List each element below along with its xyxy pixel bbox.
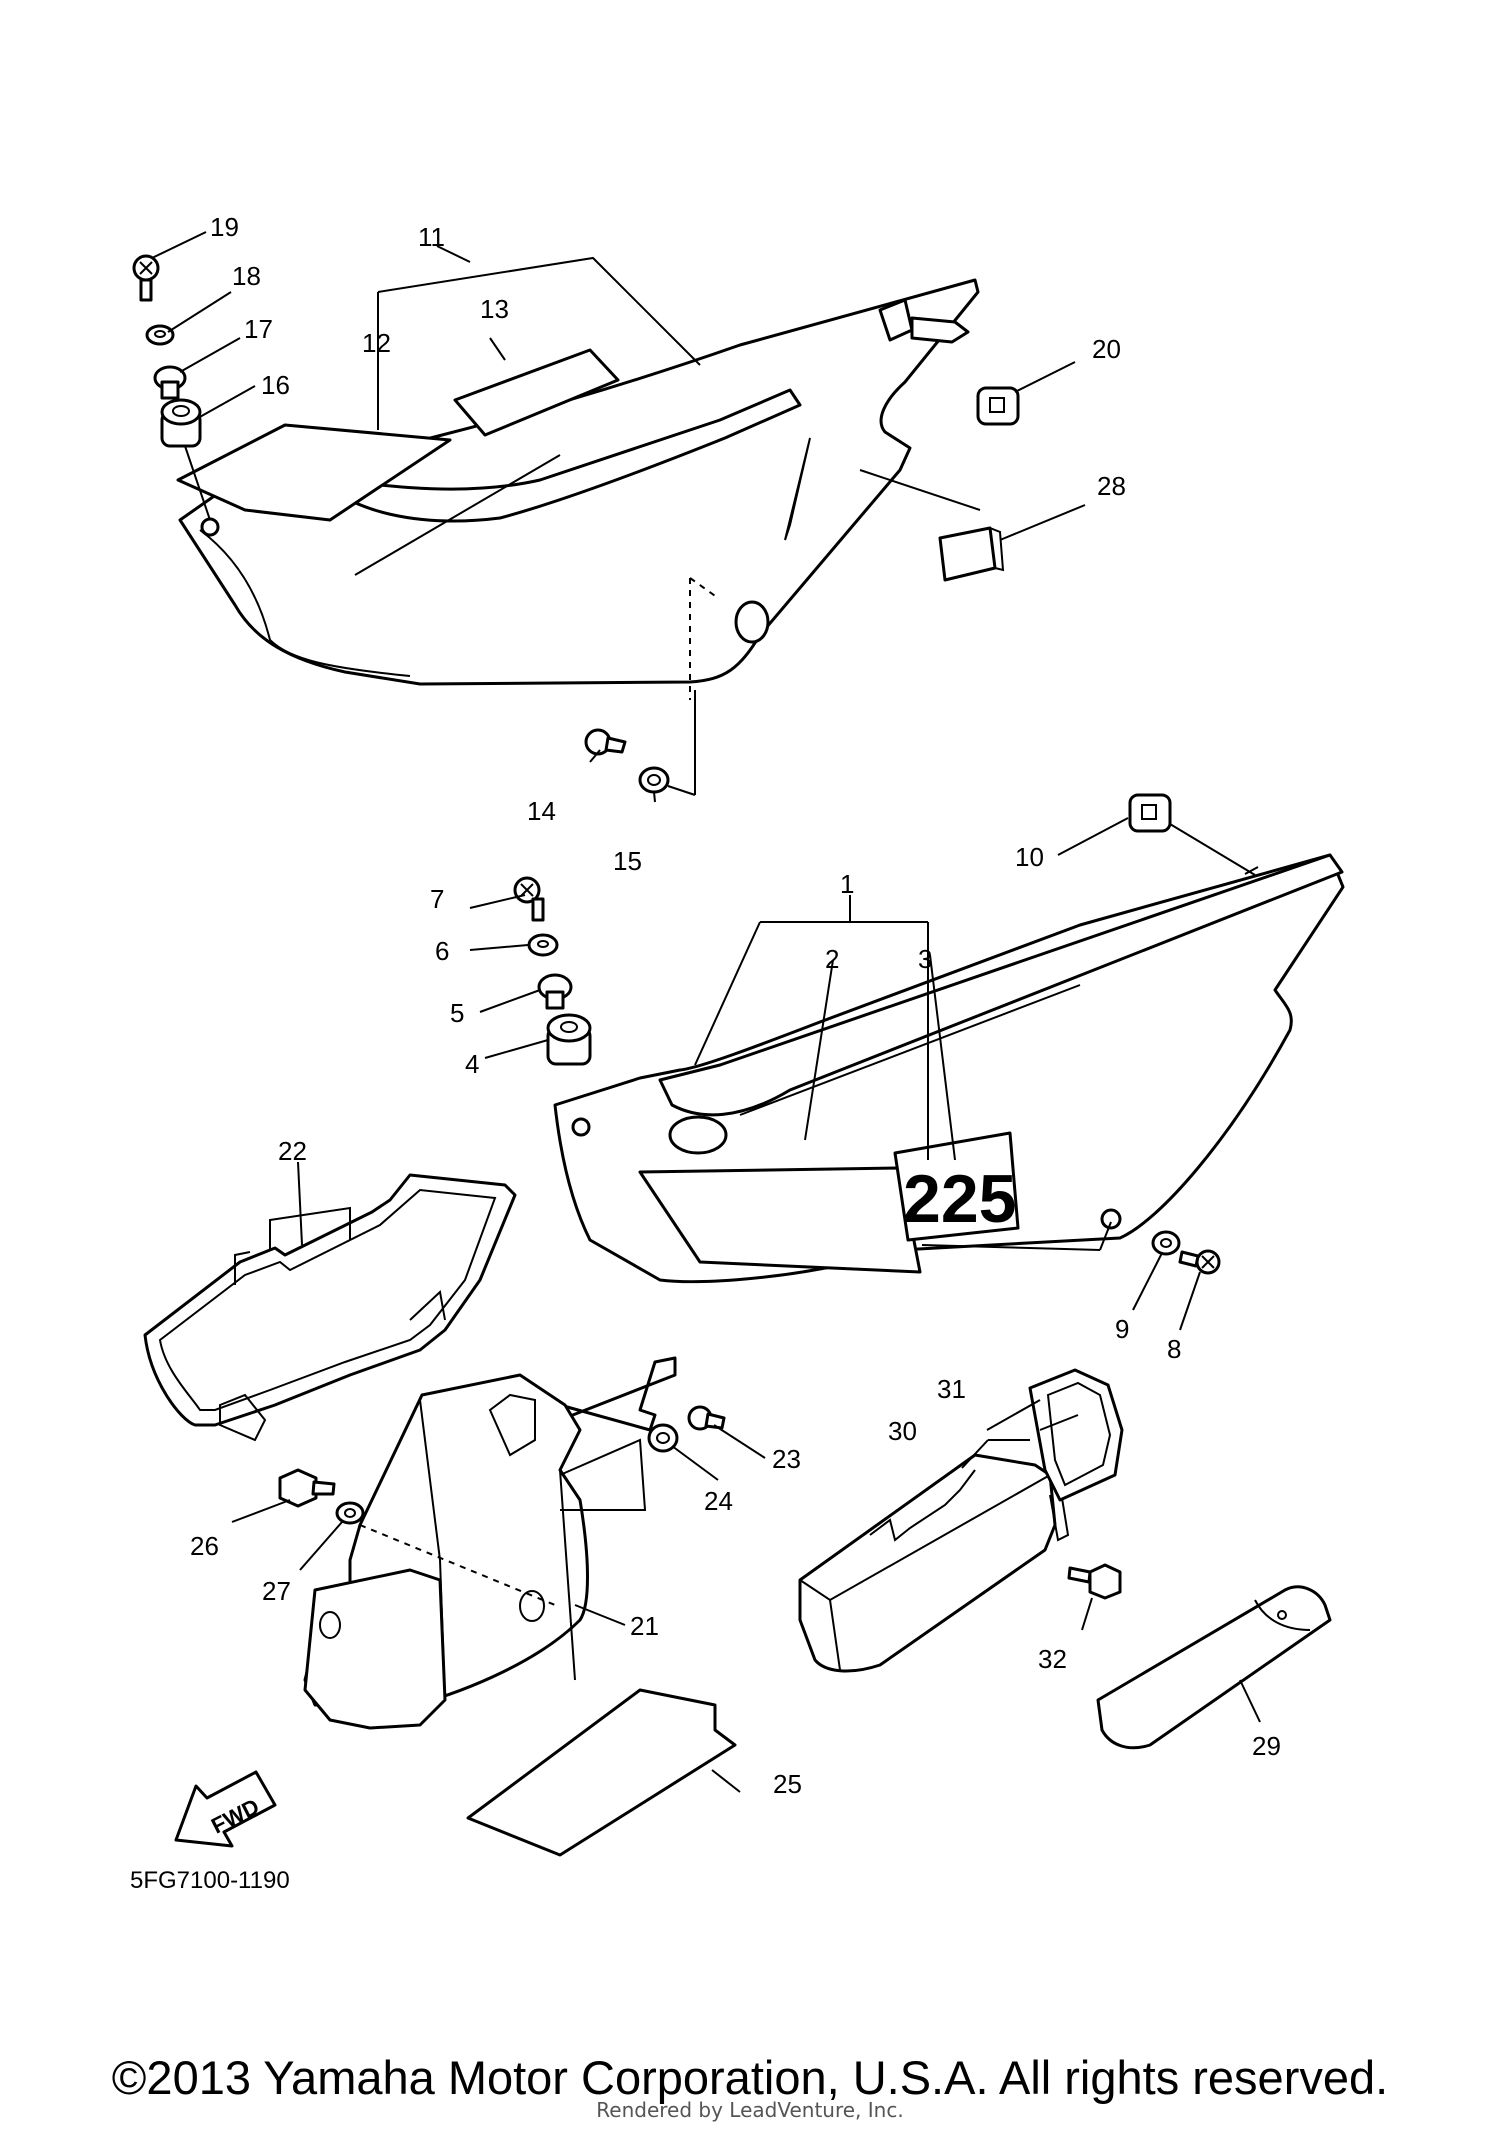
callout-17: 17	[244, 314, 273, 344]
tool-bag-29[interactable]	[1096, 1585, 1332, 1750]
callout-30: 30	[888, 1416, 917, 1446]
screw-7[interactable]	[513, 876, 545, 922]
damper-10[interactable]	[1128, 793, 1172, 833]
callout-27: 27	[262, 1576, 291, 1606]
washer-27[interactable]	[335, 1501, 365, 1525]
callout-14: 14	[527, 796, 556, 826]
callout-9: 9	[1115, 1314, 1129, 1344]
diagram-code: 5FG7100-1190	[130, 1867, 290, 1894]
callout-2: 2	[825, 944, 839, 974]
callout-31: 31	[937, 1374, 966, 1404]
callout-18: 18	[232, 261, 261, 291]
grommet-4[interactable]	[546, 1013, 592, 1066]
callout-29: 29	[1252, 1731, 1281, 1761]
callout-11: 11	[418, 222, 445, 252]
callout-32: 32	[1038, 1644, 1067, 1674]
lower-side-cover[interactable]: 225	[553, 817, 1345, 1284]
callout-12: 12	[362, 328, 391, 358]
decal-number: 225	[903, 1161, 1016, 1237]
label-13	[453, 348, 620, 437]
decal-2	[638, 1166, 922, 1274]
callout-numbers: 19 18 17 16 11 13 12 20 28 14 15 10 1 2 …	[190, 212, 1281, 1799]
washer-6[interactable]	[527, 933, 559, 957]
callout-1: 1	[840, 869, 854, 899]
callout-19: 19	[210, 212, 239, 242]
callout-22: 22	[278, 1136, 307, 1166]
rendered-by-credit: Rendered by LeadVenture, Inc.	[596, 2098, 904, 2122]
callout-16: 16	[261, 370, 290, 400]
callout-5: 5	[450, 998, 464, 1028]
screw-8[interactable]	[1178, 1249, 1221, 1275]
upper-side-cover[interactable]	[176, 278, 981, 700]
callout-6: 6	[435, 936, 449, 966]
collar-9[interactable]	[1151, 1230, 1181, 1256]
plate-25[interactable]	[466, 1688, 737, 1857]
washer-18[interactable]	[145, 324, 175, 346]
callout-21: 21	[630, 1611, 659, 1641]
box-21[interactable]	[303, 1356, 677, 1730]
nut-15[interactable]	[638, 766, 670, 794]
label-12	[176, 423, 452, 522]
bolt-23[interactable]	[687, 1405, 726, 1431]
damper-20[interactable]	[976, 386, 1020, 426]
cover-22[interactable]	[143, 1173, 517, 1442]
callout-23: 23	[772, 1444, 801, 1474]
nut-24[interactable]	[647, 1423, 679, 1453]
screw-19[interactable]	[132, 254, 160, 302]
callout-28: 28	[1097, 471, 1126, 501]
callout-7: 7	[430, 884, 444, 914]
copyright-notice: ©2013 Yamaha Motor Corporation, U.S.A. A…	[111, 2051, 1389, 2104]
callout-3: 3	[918, 944, 932, 974]
callout-13: 13	[480, 294, 509, 324]
band-31[interactable]	[1028, 1368, 1124, 1542]
collar-5[interactable]	[537, 973, 573, 1010]
callout-26: 26	[190, 1531, 219, 1561]
callout-10: 10	[1015, 842, 1044, 872]
callout-4: 4	[465, 1049, 479, 1079]
bolt-14[interactable]	[584, 728, 627, 756]
cushion-28[interactable]	[938, 526, 1005, 582]
callout-25: 25	[773, 1769, 802, 1799]
collar-17[interactable]	[153, 365, 187, 400]
callout-15: 15	[613, 846, 642, 876]
bolt-32[interactable]	[1067, 1563, 1122, 1600]
callout-20: 20	[1092, 334, 1121, 364]
tool-case-30[interactable]	[798, 1453, 1057, 1673]
grommet-16[interactable]	[160, 398, 202, 448]
callout-8: 8	[1167, 1334, 1181, 1364]
fwd-arrow: FWD	[174, 1770, 277, 1848]
number-plate-3	[893, 1131, 1020, 1242]
bolt-26[interactable]	[278, 1468, 336, 1508]
callout-24: 24	[704, 1486, 733, 1516]
leader-lines	[151, 231, 1261, 1793]
